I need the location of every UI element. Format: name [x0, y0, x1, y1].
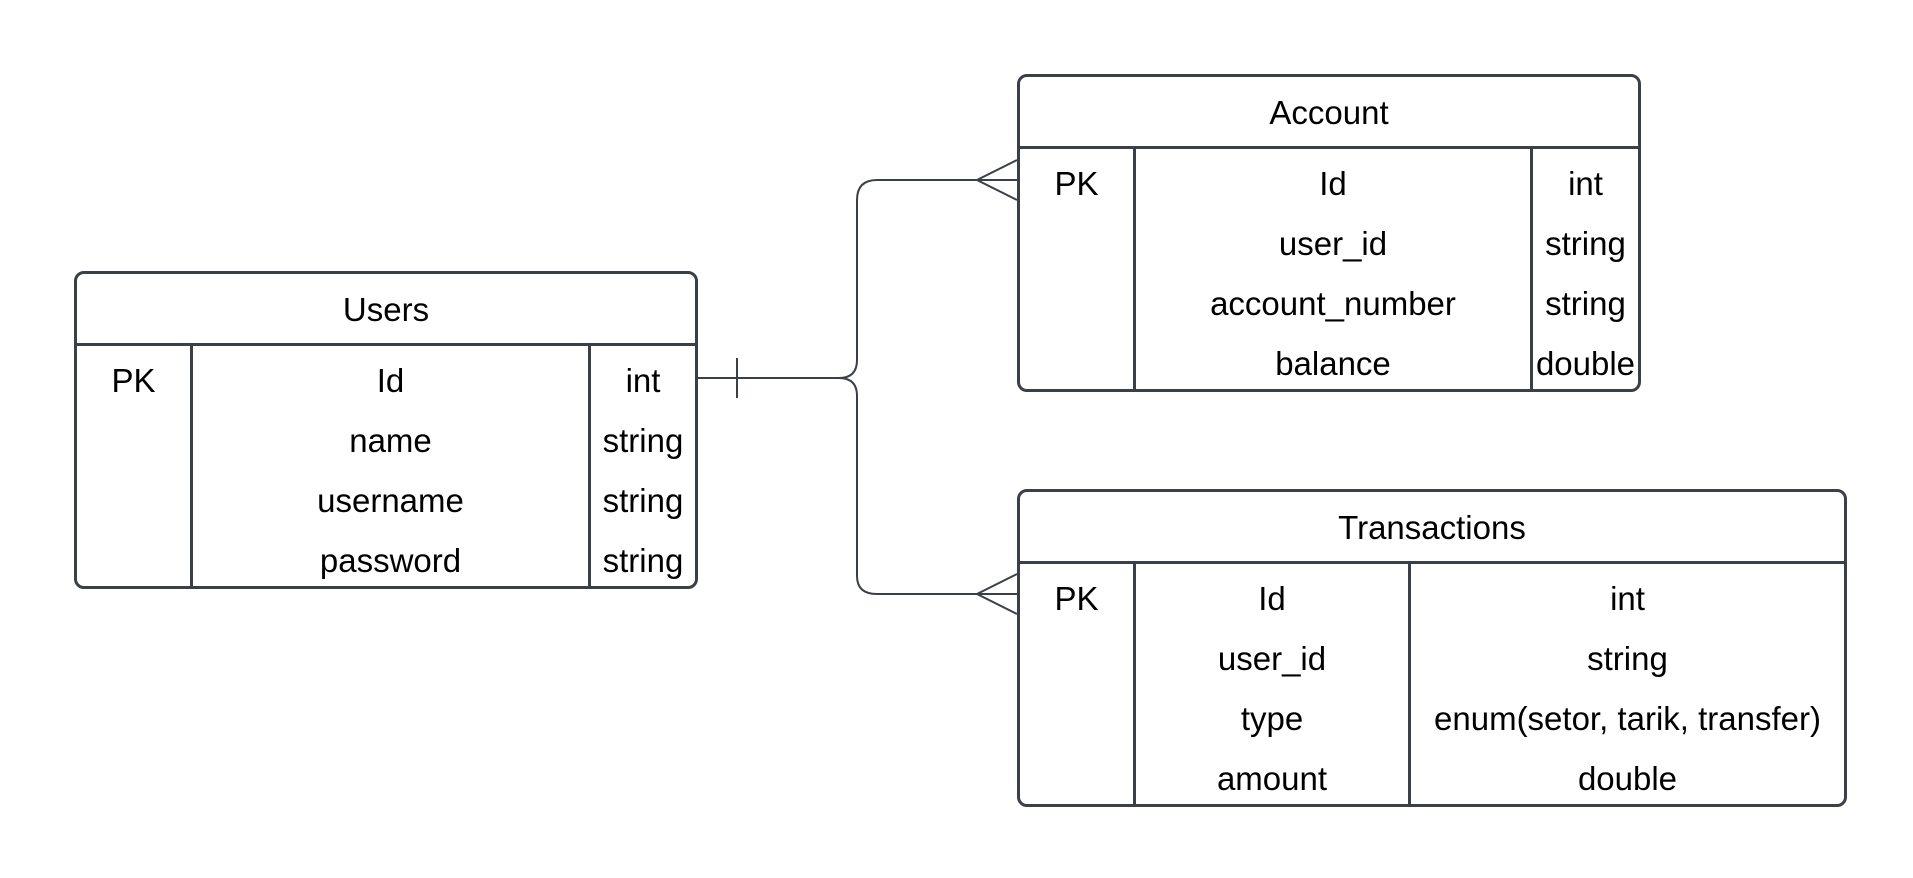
field-name: user_id: [1278, 225, 1388, 262]
field-name: Id: [1319, 165, 1347, 202]
field-type: string: [1587, 640, 1668, 677]
field-type: int: [1610, 580, 1645, 617]
field-column: Id name username password: [190, 346, 588, 586]
users-transactions-relationship-line[interactable]: [838, 377, 1017, 595]
field-name: Id: [1258, 580, 1286, 617]
field-type: string: [1545, 285, 1626, 322]
field-name: amount: [1216, 760, 1328, 797]
key-cell: [1020, 215, 1133, 275]
key-cell: [1020, 630, 1133, 690]
field-type: double: [1577, 760, 1678, 797]
field-type: string: [602, 422, 684, 459]
entity-title: Transactions: [1020, 492, 1844, 564]
entity-body: PK Id user_id account_number balance int…: [1020, 149, 1638, 389]
field-name: user_id: [1217, 640, 1327, 677]
field-type: string: [602, 542, 684, 579]
key-cell: [77, 472, 190, 532]
key-cell: [77, 412, 190, 472]
field-type: int: [625, 362, 661, 399]
key-column: PK: [77, 346, 190, 586]
field-type: double: [1535, 345, 1636, 382]
entity-title: Users: [77, 274, 695, 346]
key-cell: [1020, 335, 1133, 389]
key-cell: [77, 532, 190, 586]
field-type: int: [1568, 165, 1603, 202]
entity-body: PK Id name username password int string …: [77, 346, 695, 586]
key-cell: PK: [1054, 165, 1099, 202]
type-column: int string string string: [588, 346, 695, 586]
field-type: string: [602, 482, 684, 519]
field-name: Id: [376, 362, 405, 399]
entity-body: PK Id user_id type amount int string enu…: [1020, 564, 1844, 804]
field-name: name: [349, 422, 432, 459]
transactions-entity[interactable]: Transactions PK Id user_id type amount i…: [1017, 489, 1847, 807]
key-cell: PK: [1054, 580, 1099, 617]
field-name: password: [319, 542, 462, 579]
key-cell: PK: [111, 362, 156, 399]
key-column: PK: [1020, 564, 1133, 804]
type-column: int string string double: [1530, 149, 1638, 389]
key-cell: [1020, 275, 1133, 335]
field-type: string: [1545, 225, 1626, 262]
field-name: account_number: [1210, 285, 1456, 322]
field-name: username: [317, 482, 464, 519]
key-column: PK: [1020, 149, 1133, 389]
field-type: enum(setor, tarik, transfer): [1434, 700, 1821, 737]
many-cardinality-marker-transactions: [974, 573, 1018, 615]
many-cardinality-marker-account: [974, 159, 1018, 201]
field-name: type: [1240, 700, 1304, 737]
field-column: Id user_id account_number balance: [1133, 149, 1530, 389]
users-entity[interactable]: Users PK Id name username password int s…: [74, 271, 698, 589]
entity-title: Account: [1020, 77, 1638, 149]
key-cell: [1020, 750, 1133, 804]
field-name: balance: [1275, 345, 1391, 382]
type-column: int string enum(setor, tarik, transfer) …: [1408, 564, 1844, 804]
users-account-relationship-line[interactable]: [696, 179, 1017, 379]
field-column: Id user_id type amount: [1133, 564, 1408, 804]
account-entity[interactable]: Account PK Id user_id account_number bal…: [1017, 74, 1641, 392]
key-cell: [1020, 690, 1133, 750]
